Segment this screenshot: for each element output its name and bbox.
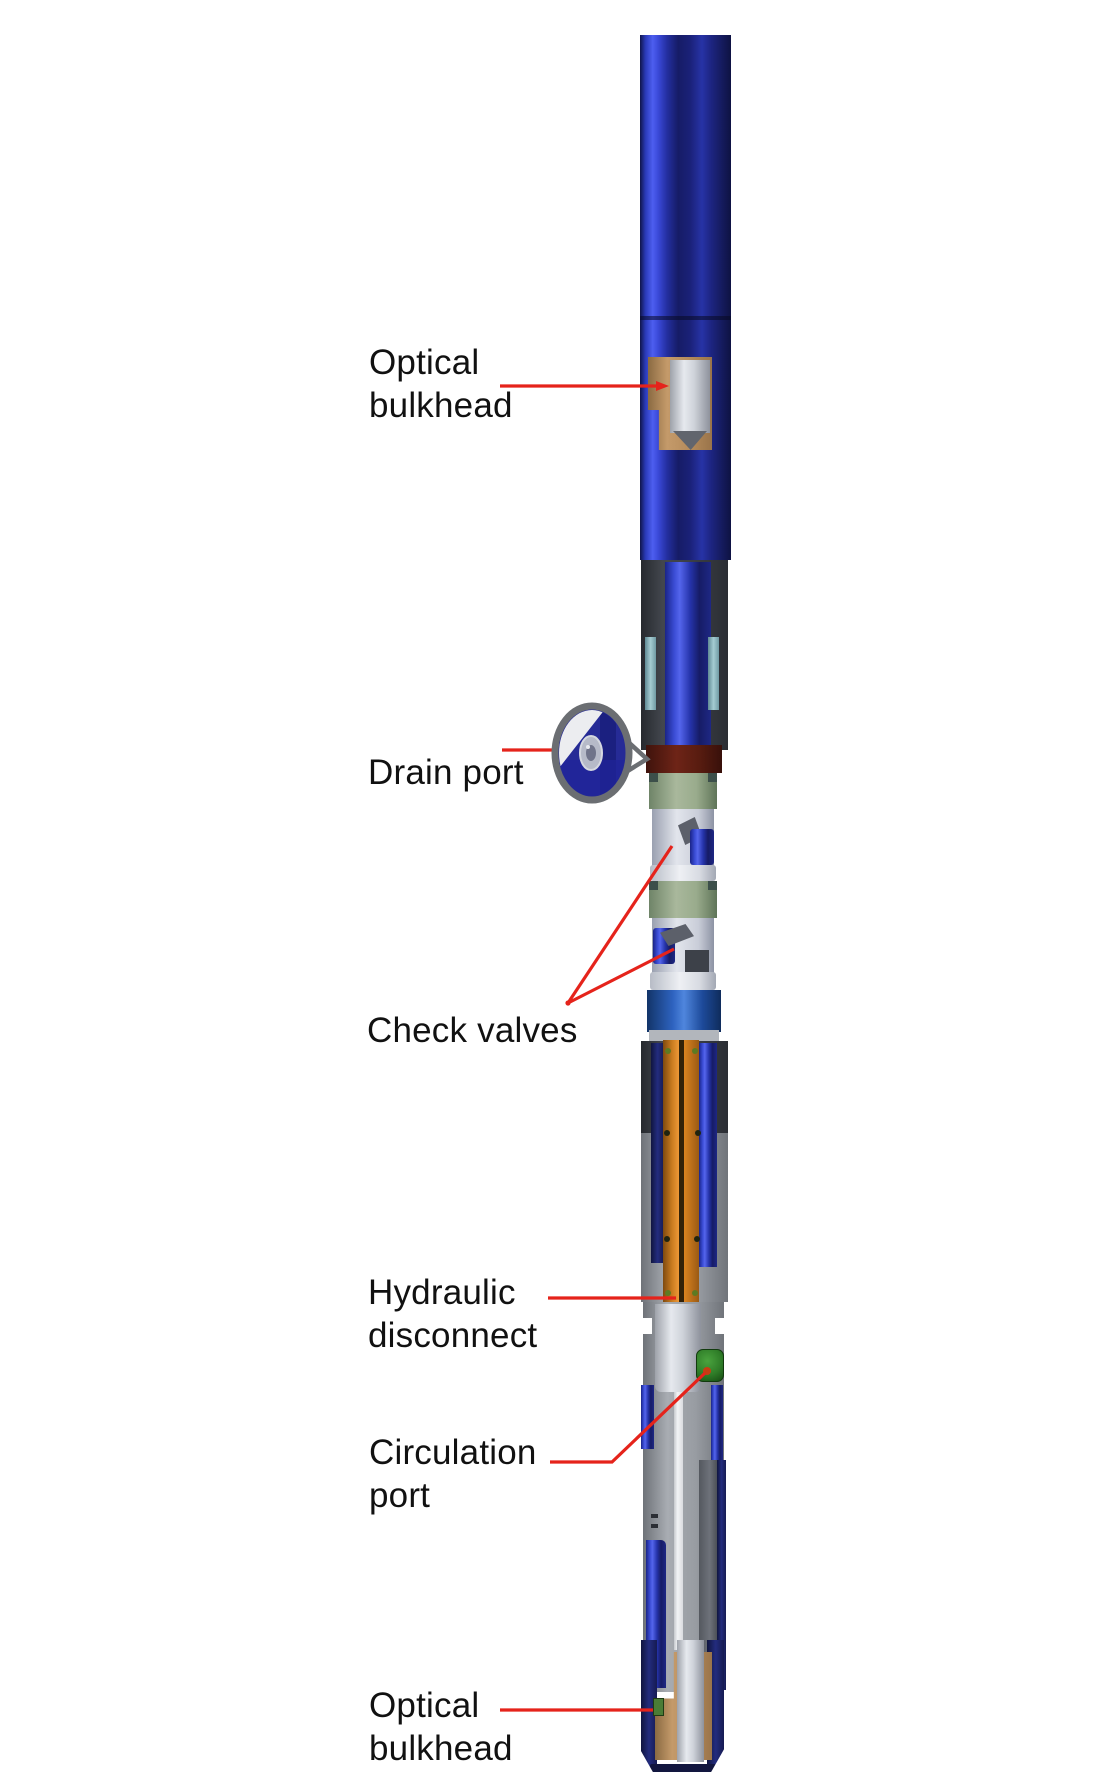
check-valve-body-1 bbox=[652, 809, 714, 867]
bulkhead-green-pin bbox=[653, 1698, 664, 1716]
inner-fiber-conduit bbox=[665, 562, 711, 746]
valve-collar-1 bbox=[650, 865, 716, 881]
hydraulic-mandrel-orange bbox=[663, 1040, 699, 1302]
side-strip-blue-left bbox=[641, 1385, 654, 1449]
upper-housing-blue bbox=[640, 35, 731, 560]
circulation-port-dot bbox=[703, 1367, 711, 1375]
label-line: Circulation bbox=[369, 1433, 537, 1472]
thread-tick bbox=[651, 1514, 658, 1518]
label-line: Drain port bbox=[368, 753, 524, 792]
valve-blue-window-1 bbox=[690, 829, 714, 865]
label-circulation-port: Circulation port bbox=[369, 1431, 537, 1517]
label-hydraulic-disconnect: Hydraulic disconnect bbox=[368, 1271, 537, 1357]
screw-dot bbox=[664, 1236, 670, 1242]
label-optical-bulkhead-top: Optical bulkhead bbox=[369, 341, 513, 427]
lower-dark-strip-right bbox=[699, 1460, 717, 1652]
screw-dot bbox=[664, 1130, 670, 1136]
screw-dot bbox=[665, 1290, 671, 1296]
collar-steel-blue bbox=[647, 990, 721, 1032]
label-line: Hydraulic bbox=[368, 1273, 516, 1312]
tool-joint-seam bbox=[640, 316, 731, 320]
lower-blue-edge-right bbox=[717, 1460, 726, 1690]
optical-bulkhead-top-ferrule bbox=[670, 360, 710, 433]
screw-dot bbox=[692, 1048, 698, 1054]
screw-dot bbox=[692, 1290, 698, 1296]
bottom-end-bar bbox=[650, 1764, 716, 1772]
seal-ear bbox=[649, 881, 658, 890]
screw-dot bbox=[695, 1130, 701, 1136]
mandrel-center-line bbox=[679, 1040, 684, 1302]
screw-dot bbox=[694, 1236, 700, 1242]
check-valve-seal-2 bbox=[649, 881, 717, 918]
housing-step-notch-right bbox=[715, 1318, 724, 1334]
seal-ear bbox=[708, 773, 717, 782]
label-line: Optical bbox=[369, 1686, 480, 1725]
release-sleeve bbox=[655, 1304, 701, 1392]
label-line: Check valves bbox=[367, 1011, 578, 1050]
side-strip-blue-right bbox=[711, 1385, 723, 1464]
valve-notch-3 bbox=[685, 950, 709, 974]
collar-silver-ring bbox=[649, 1030, 719, 1041]
circulation-port-knob bbox=[696, 1349, 724, 1382]
hydraulic-blue-strip-left bbox=[651, 1043, 664, 1263]
seal-ear bbox=[649, 773, 658, 782]
label-line: port bbox=[369, 1476, 431, 1515]
seal-ear bbox=[708, 881, 717, 890]
label-line: disconnect bbox=[368, 1316, 538, 1355]
bottom-housing-left bbox=[641, 1640, 657, 1770]
label-line: bulkhead bbox=[369, 1729, 513, 1768]
check-valve-seal-1 bbox=[649, 773, 717, 809]
label-optical-bulkhead-bottom: Optical bulkhead bbox=[369, 1684, 513, 1770]
label-check-valves: Check valves bbox=[367, 1009, 578, 1052]
seal-teal-left bbox=[645, 637, 656, 710]
thread-tick bbox=[651, 1524, 658, 1528]
valve-collar-2 bbox=[650, 972, 716, 990]
label-line: bulkhead bbox=[369, 386, 513, 425]
drain-port-band bbox=[646, 745, 722, 773]
hydraulic-blue-strip-right bbox=[699, 1043, 717, 1267]
housing-step-notch-left bbox=[643, 1318, 652, 1334]
label-drain-port: Drain port bbox=[368, 751, 524, 794]
optical-bulkhead-bottom-ferrule bbox=[677, 1640, 704, 1762]
inner-rod-stripe bbox=[674, 1392, 683, 1650]
label-line: Optical bbox=[369, 343, 480, 382]
check-valve-body-2 bbox=[652, 918, 714, 974]
seal-teal-right bbox=[708, 637, 719, 710]
screw-dot bbox=[665, 1048, 671, 1054]
